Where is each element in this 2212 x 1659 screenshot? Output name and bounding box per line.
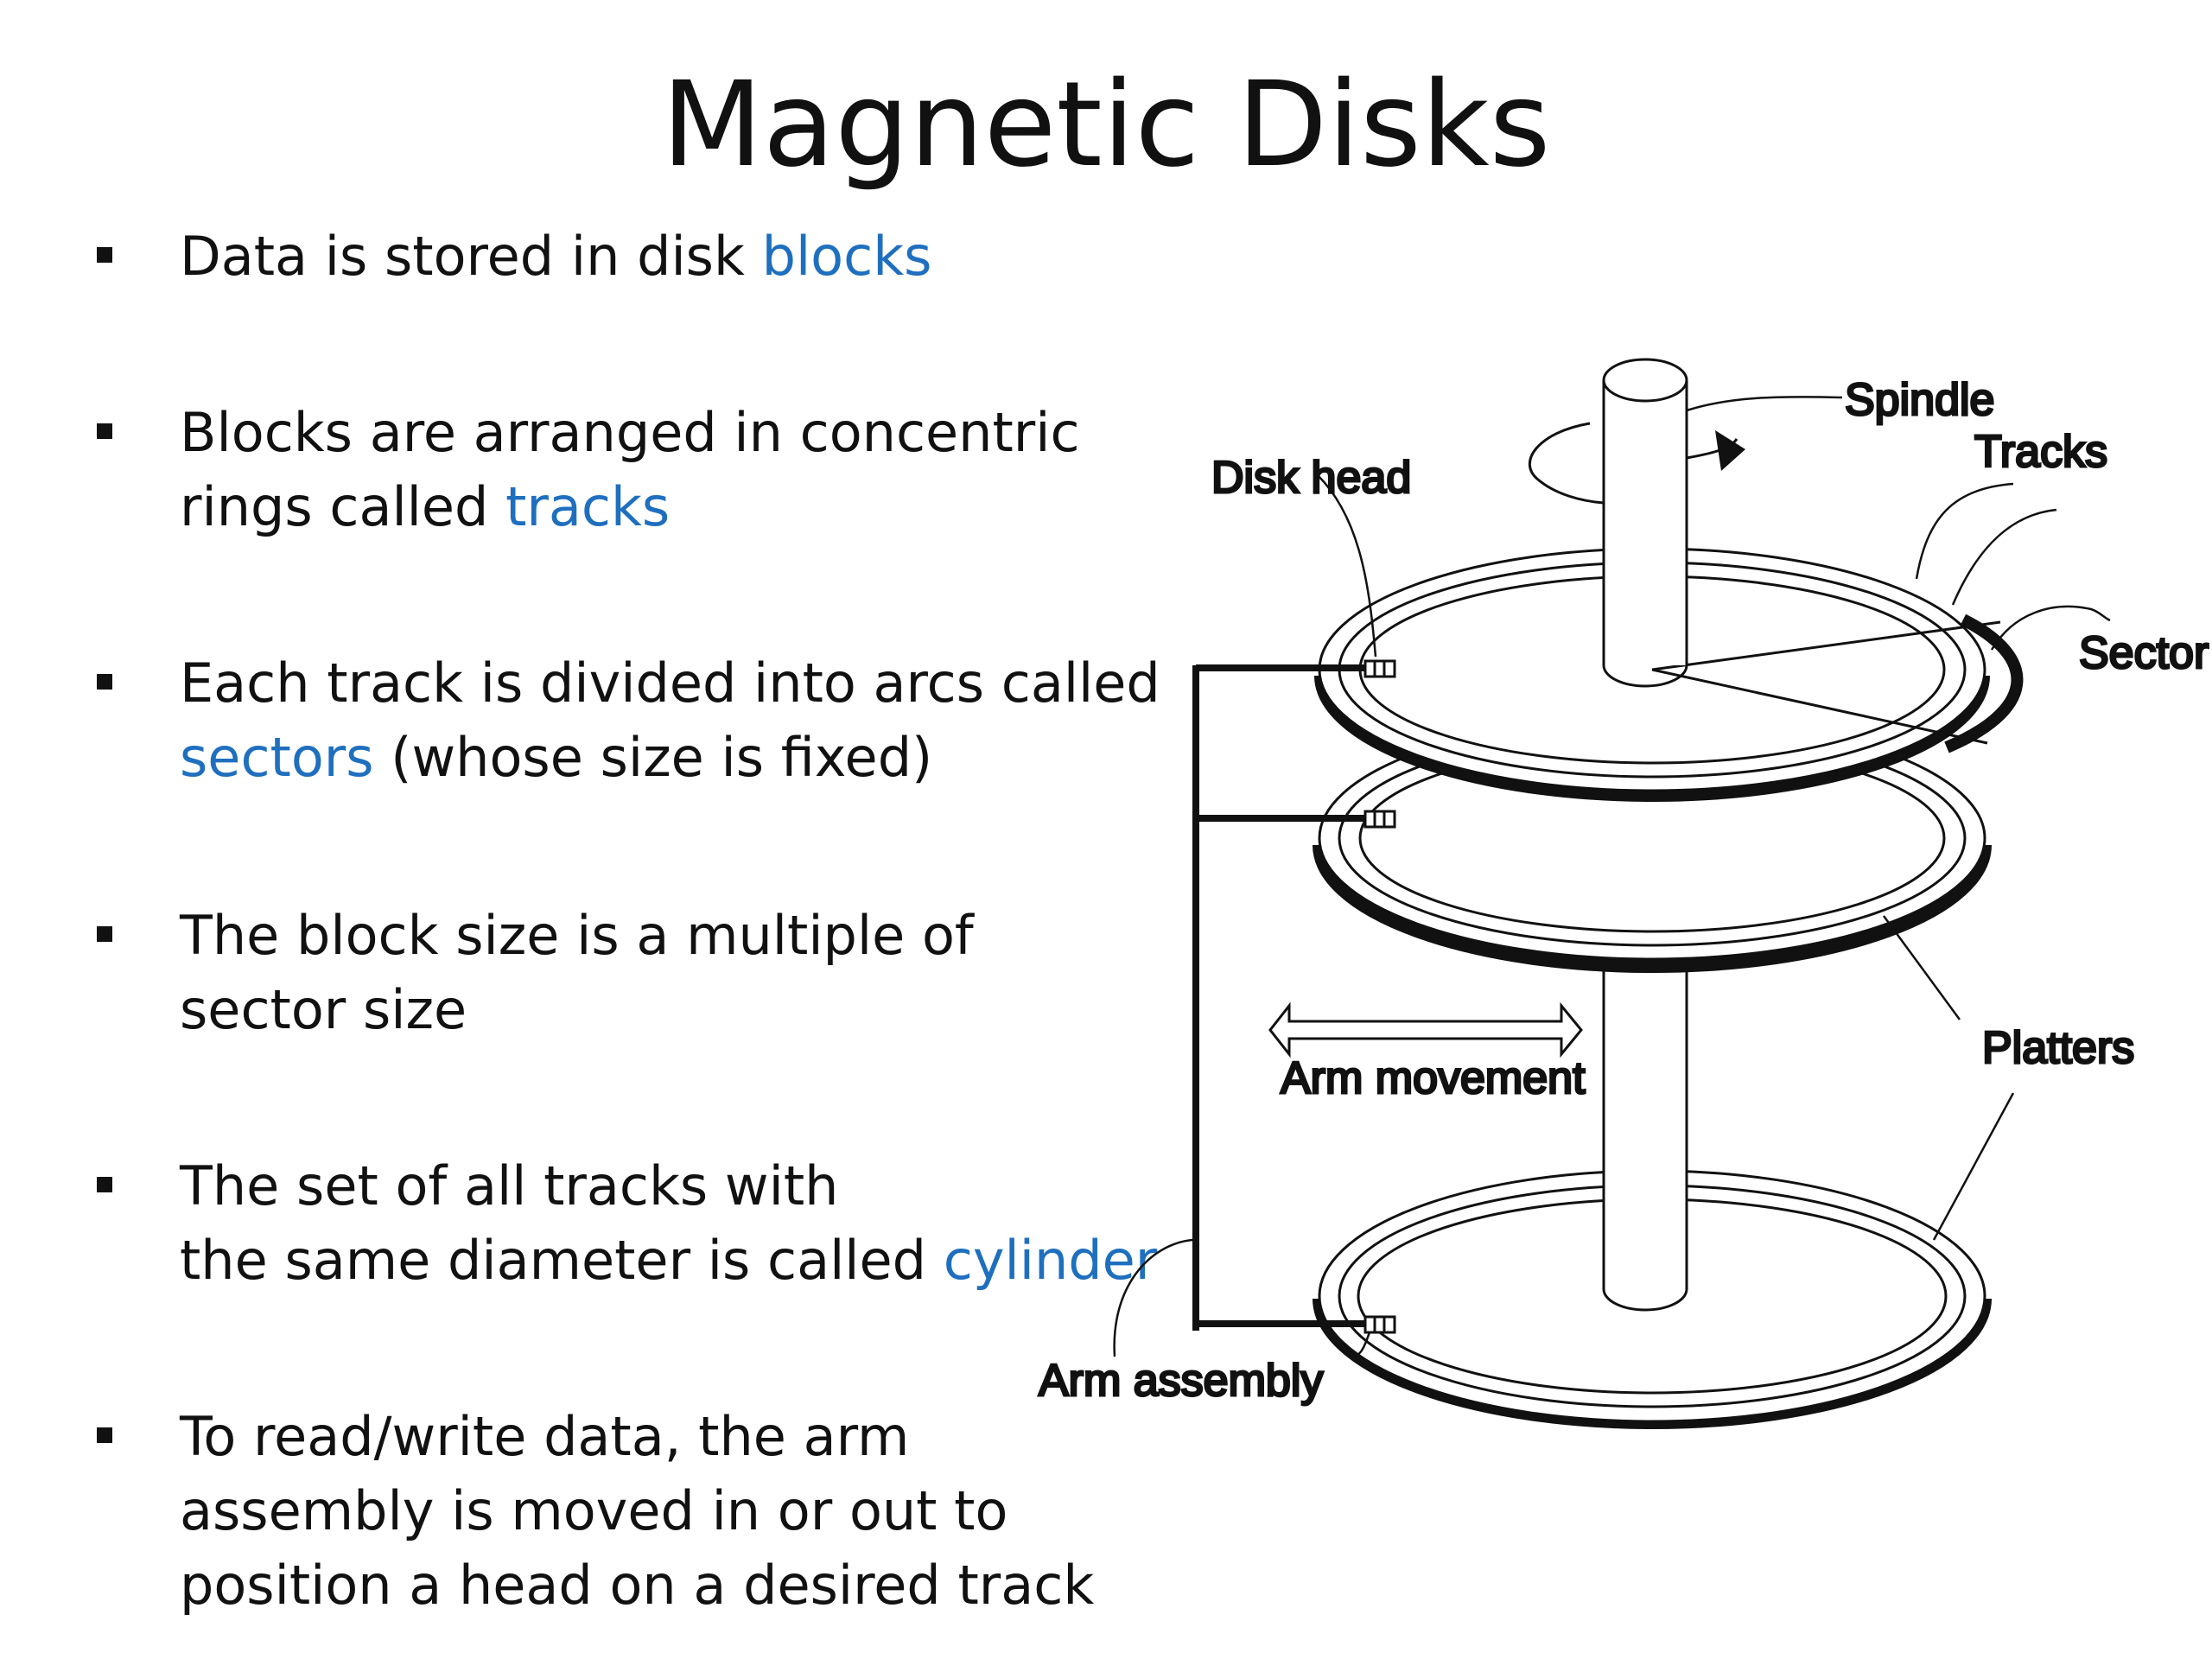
bullet-text: Blocks are arranged in concentric rings … (180, 396, 1147, 544)
label-platters: Platters (1982, 1023, 2134, 1073)
label-arm-assembly: Arm assembly (1039, 1356, 1323, 1406)
spindle-lower-shaft (1602, 950, 1688, 1312)
label-spindle: Spindle (1845, 375, 1994, 425)
line-text: the same diameter is called (180, 1229, 944, 1292)
bullet-line: The block size is a multiple of (180, 899, 1147, 973)
spindle-upper-shaft (1602, 358, 1688, 688)
key-term: sectors (180, 726, 374, 789)
line-text: To read/write data, the arm (180, 1405, 910, 1468)
line-text: Each track is divided into arcs called (180, 652, 1160, 715)
line-text: assembly is moved in or out to (180, 1479, 1008, 1542)
line-text: The block size is a multiple of (180, 904, 974, 967)
bullet-line: sectors (whose size is fixed) (180, 721, 1147, 795)
bullet-line: assembly is moved in or out to (180, 1474, 1147, 1548)
bullet-text: Each track is divided into arcs called s… (180, 646, 1160, 795)
bullet-square-icon (97, 423, 112, 439)
bullet-line: Blocks are arranged in concentric (180, 396, 1147, 470)
bullet-square-icon (97, 247, 112, 263)
bullet-text: Data is stored in disk blocks (180, 219, 1147, 294)
label-arm-movement: Arm movement (1281, 1053, 1586, 1103)
slide-title: Magnetic Disks (661, 57, 1551, 194)
label-tracks: Tracks (1974, 427, 2107, 477)
bullet-line: position a head on a desired track (180, 1548, 1147, 1623)
key-term: blocks (761, 225, 932, 288)
key-term: cylinder (943, 1229, 1158, 1292)
disk-diagram: Spindle Tracks Disk head Sector Platters… (1038, 358, 2210, 1429)
bullet-square-icon (97, 1177, 112, 1192)
line-text: sector size (180, 978, 467, 1041)
key-term: tracks (505, 475, 671, 538)
arm-assembly (1192, 664, 1367, 1331)
bullet-square-icon (97, 674, 112, 690)
bullet-line: sector size (180, 973, 1147, 1047)
bullet-text: To read/write data, the arm assembly is … (180, 1400, 1147, 1623)
label-sector: Sector (2079, 628, 2209, 678)
bullet-line: the same diameter is called cylinder (180, 1224, 1157, 1298)
bullet-square-icon (97, 926, 112, 942)
leader-lines (1113, 396, 2111, 1357)
label-disk-head: Disk head (1211, 453, 1411, 503)
bullet-line: To read/write data, the arm (180, 1400, 1147, 1474)
bullet-line: Data is stored in disk blocks (180, 219, 1147, 294)
bullet-text: The set of all tracks with the same diam… (180, 1149, 1157, 1298)
line-text: Blocks are arranged in concentric (180, 401, 1080, 464)
rotation-arrow-icon (1528, 422, 1745, 505)
bullet-line: Each track is divided into arcs called (180, 646, 1160, 721)
line-text: rings called (180, 475, 506, 538)
line-text: The set of all tracks with (180, 1154, 839, 1217)
arm-movement-arrow-icon (1268, 1001, 1583, 1058)
line-text: Data is stored in disk (180, 225, 762, 288)
bullet-line: The set of all tracks with (180, 1149, 1147, 1224)
bullet-line: rings called tracks (180, 470, 1147, 544)
bullet-square-icon (97, 1427, 112, 1443)
line-text: position a head on a desired track (180, 1554, 1095, 1617)
line-text-after: (whose size is fixed) (373, 726, 933, 789)
disk-heads (1363, 659, 1396, 1334)
bullet-text: The block size is a multiple of sector s… (180, 899, 1147, 1047)
